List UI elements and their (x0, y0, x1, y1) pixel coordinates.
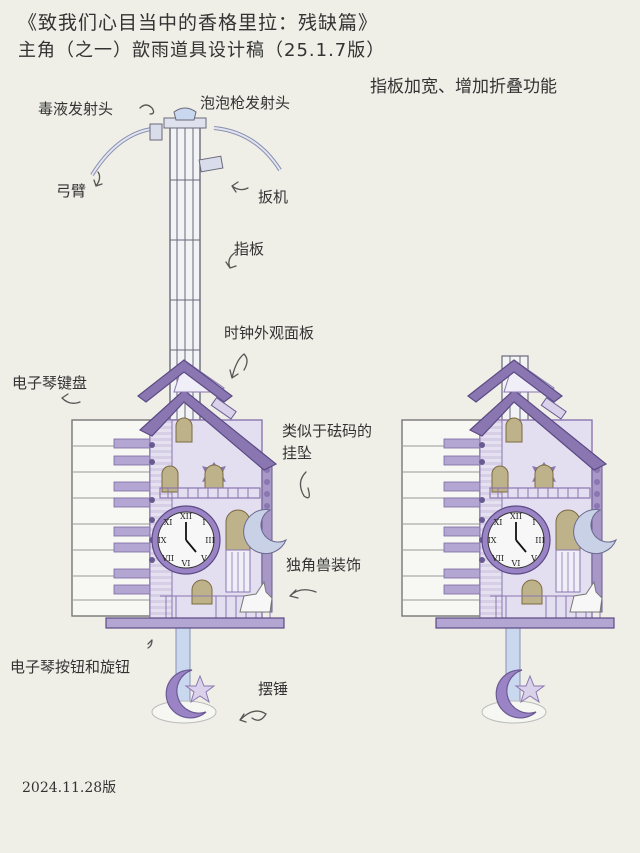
label-venom-launcher: 毒液发射头 (38, 100, 114, 118)
label-pendulum: 摆锤 (258, 680, 289, 698)
title-line-1: 《致我们心目当中的香格里拉：残缺篇》 (18, 12, 379, 34)
label-trigger: 扳机 (258, 188, 289, 206)
label-keyboard: 电子琴键盘 (12, 374, 88, 392)
annotation-arrows (61, 104, 317, 723)
label-fingerboard: 指板 (234, 240, 265, 258)
label-bow-arm: 弓臂 (56, 182, 87, 200)
label-unicorn-decor: 独角兽装饰 (286, 556, 362, 574)
version-date: 2024.11.28版 (22, 780, 117, 796)
label-weight-pendant: 类似于砝码的挂坠 (282, 422, 373, 462)
title-line-2: 主角（之一）歆雨道具设计稿（25.1.7版） (18, 40, 386, 61)
folded-version (401, 355, 617, 724)
label-bubble-launcher: 泡泡枪发射头 (200, 94, 291, 112)
label-clock-panel: 时钟外观面板 (224, 324, 315, 342)
revision-note: 指板加宽、增加折叠功能 (370, 77, 557, 97)
label-buttons-knobs: 电子琴按钮和旋钮 (10, 658, 131, 676)
